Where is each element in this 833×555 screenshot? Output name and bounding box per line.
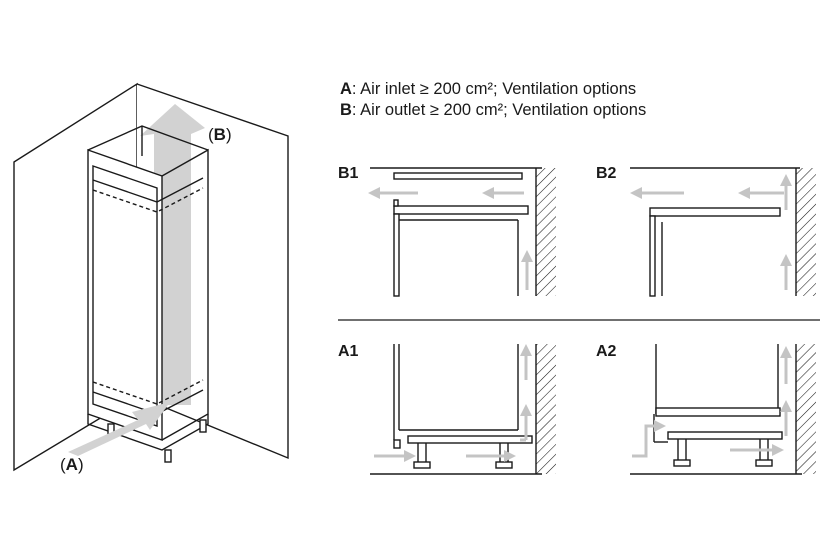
panel-b1 <box>370 167 556 297</box>
cabinet-side <box>161 148 209 441</box>
panel-a2-airflow <box>632 346 792 458</box>
panel-label-a1: A1 <box>338 343 359 360</box>
panel-b1-airflow <box>368 187 533 290</box>
panel-label-b1: B1 <box>338 165 359 182</box>
legend-outlet: B: Air outlet ≥ 200 cm²; Ventilation opt… <box>340 101 646 119</box>
cabinet-front <box>87 149 163 441</box>
legend-inlet: A: Air inlet ≥ 200 cm²; Ventilation opti… <box>340 80 636 98</box>
inlet-airflow-arrow <box>68 402 170 456</box>
panel-label-b2: B2 <box>596 165 617 182</box>
panel-a2 <box>630 344 816 475</box>
panel-label-a2: A2 <box>596 343 617 360</box>
outlet-label: (B) <box>208 125 232 144</box>
inlet-label: (A) <box>60 455 84 474</box>
cabinet-illustration <box>13 82 289 472</box>
panel-b2-airflow <box>630 174 792 290</box>
panel-a1-airflow <box>374 344 532 462</box>
cabinet-plinth <box>87 414 209 451</box>
panel-b2 <box>630 167 816 297</box>
panel-a1 <box>370 344 556 475</box>
